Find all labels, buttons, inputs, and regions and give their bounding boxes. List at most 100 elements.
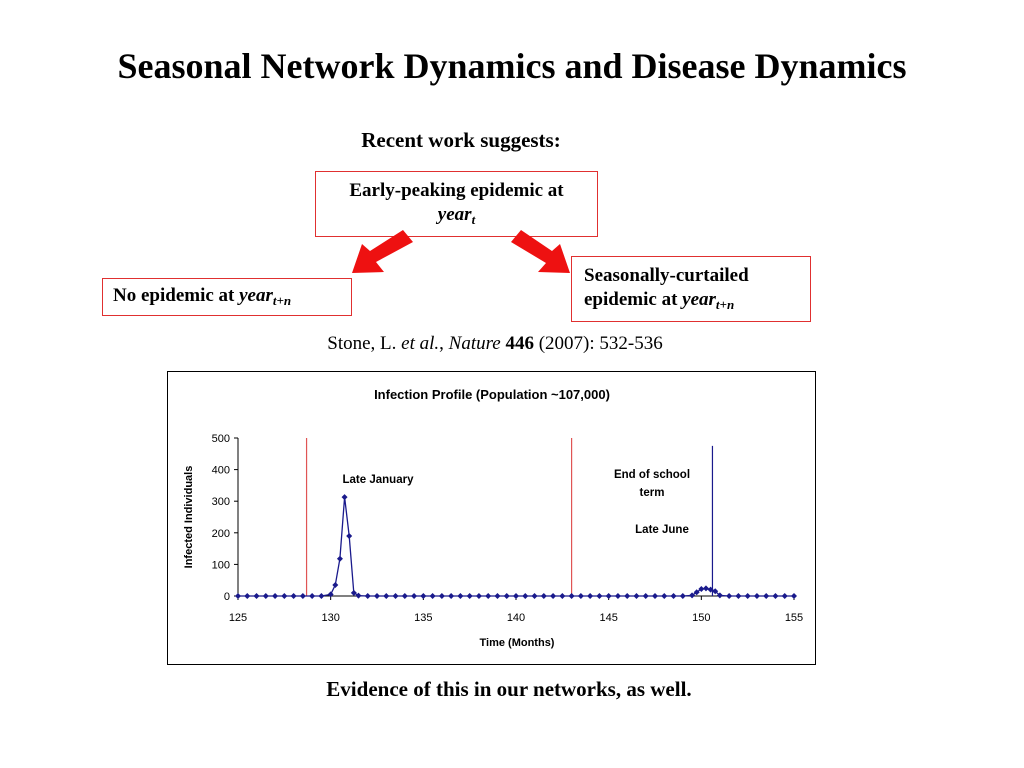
data-point <box>364 593 371 599</box>
data-point <box>693 589 700 596</box>
curtailed-line2: epidemic at <box>584 289 683 310</box>
data-point <box>290 593 297 599</box>
data-point <box>596 593 603 599</box>
data-point <box>577 593 584 599</box>
data-point <box>726 593 733 599</box>
right-arrow <box>511 230 570 273</box>
data-point <box>735 593 742 599</box>
x-axis-label: Time (Months) <box>480 637 555 649</box>
data-point <box>522 593 529 599</box>
x-tick-label: 140 <box>507 612 525 624</box>
intro-text: Recent work suggests: <box>361 128 561 152</box>
citation-volume: 446 <box>505 333 534 354</box>
data-point <box>438 593 445 599</box>
data-point <box>633 593 640 599</box>
citation-journal: Nature <box>448 333 501 354</box>
data-point <box>341 494 348 501</box>
citation-sep: , <box>439 333 449 354</box>
data-point <box>661 593 668 599</box>
footer-text: Evidence of this in our networks, as wel… <box>326 677 692 701</box>
annotation-term: term <box>640 487 665 499</box>
data-point <box>559 593 566 599</box>
early-box-line2: yeart <box>316 203 597 227</box>
x-tick-label: 135 <box>414 612 432 624</box>
data-point <box>531 593 538 599</box>
early-box-line1: Early-peaking epidemic at <box>349 180 564 201</box>
data-point <box>679 593 686 599</box>
data-point <box>262 593 269 599</box>
y-axis-label: Infected Individuals <box>183 466 195 569</box>
data-point <box>318 593 325 599</box>
chart-title: Infection Profile (Population ~107,000) <box>374 387 610 402</box>
curtailed-epidemic-box: Seasonally-curtailed epidemic at yeart+n <box>571 256 811 322</box>
data-point <box>716 592 723 599</box>
data-point <box>781 593 788 599</box>
y-tick-label: 400 <box>212 465 230 477</box>
data-point <box>791 593 797 599</box>
data-point <box>272 593 279 599</box>
data-point <box>513 593 519 599</box>
data-point <box>540 593 547 599</box>
x-tick-label: 150 <box>692 612 710 624</box>
data-point <box>702 585 709 592</box>
early-box-sub: t <box>471 212 476 227</box>
y-tick-label: 0 <box>224 591 230 603</box>
data-point <box>253 593 260 599</box>
data-point <box>763 593 770 599</box>
slide-title: Seasonal Network Dynamics and Disease Dy… <box>117 46 907 86</box>
annotation-end-of-school: End of school <box>614 469 690 481</box>
early-box-year: year <box>437 204 472 225</box>
data-point <box>457 593 464 599</box>
y-tick-label: 500 <box>212 433 230 445</box>
no-epidemic-year: year <box>239 285 273 306</box>
citation-etal: et al. <box>401 333 440 354</box>
citation-authors: Stone, L. <box>327 333 402 354</box>
curtailed-line2-wrap: epidemic at yeart+n <box>584 288 810 312</box>
data-point <box>244 593 251 599</box>
data-point <box>299 593 306 599</box>
data-point <box>429 593 436 599</box>
curtailed-year: year <box>682 289 716 310</box>
no-epidemic-sub: t+n <box>272 293 292 308</box>
data-point <box>707 586 714 593</box>
data-point <box>475 593 482 599</box>
y-tick-label: 300 <box>212 496 230 508</box>
data-point <box>642 593 649 599</box>
data-point <box>670 593 677 599</box>
data-point <box>448 593 455 599</box>
y-tick-label: 200 <box>212 528 230 540</box>
data-point <box>332 581 339 588</box>
data-point <box>772 593 779 599</box>
data-point <box>587 593 594 599</box>
early-epidemic-box: Early-peaking epidemic at yeart <box>315 171 598 237</box>
data-point <box>652 593 658 599</box>
data-point <box>494 593 501 599</box>
data-point <box>392 593 399 599</box>
data-point <box>420 593 427 599</box>
annotation-late-june: Late June <box>635 524 689 536</box>
data-point <box>624 593 631 599</box>
data-point <box>568 593 575 599</box>
x-tick-label: 155 <box>785 612 803 624</box>
annotation-late-january: Late January <box>343 474 415 486</box>
no-epidemic-text: No epidemic at <box>113 285 240 306</box>
data-point <box>503 593 510 599</box>
data-point <box>614 593 621 599</box>
x-tick-label: 125 <box>229 612 247 624</box>
data-point <box>374 593 380 599</box>
data-point <box>550 593 557 599</box>
data-point <box>712 588 719 595</box>
y-tick-label: 100 <box>212 559 230 571</box>
data-point <box>383 593 390 599</box>
data-point <box>309 593 316 599</box>
data-point <box>411 593 418 599</box>
data-point <box>336 555 343 562</box>
series-line <box>238 497 794 597</box>
infection-profile-chart: Infection Profile (Population ~107,000) 0… <box>183 387 803 649</box>
data-point <box>698 586 705 593</box>
x-tick-label: 130 <box>321 612 339 624</box>
citation-rest: (2007): 532-536 <box>533 333 663 354</box>
data-point <box>753 593 760 599</box>
data-point <box>281 593 288 599</box>
